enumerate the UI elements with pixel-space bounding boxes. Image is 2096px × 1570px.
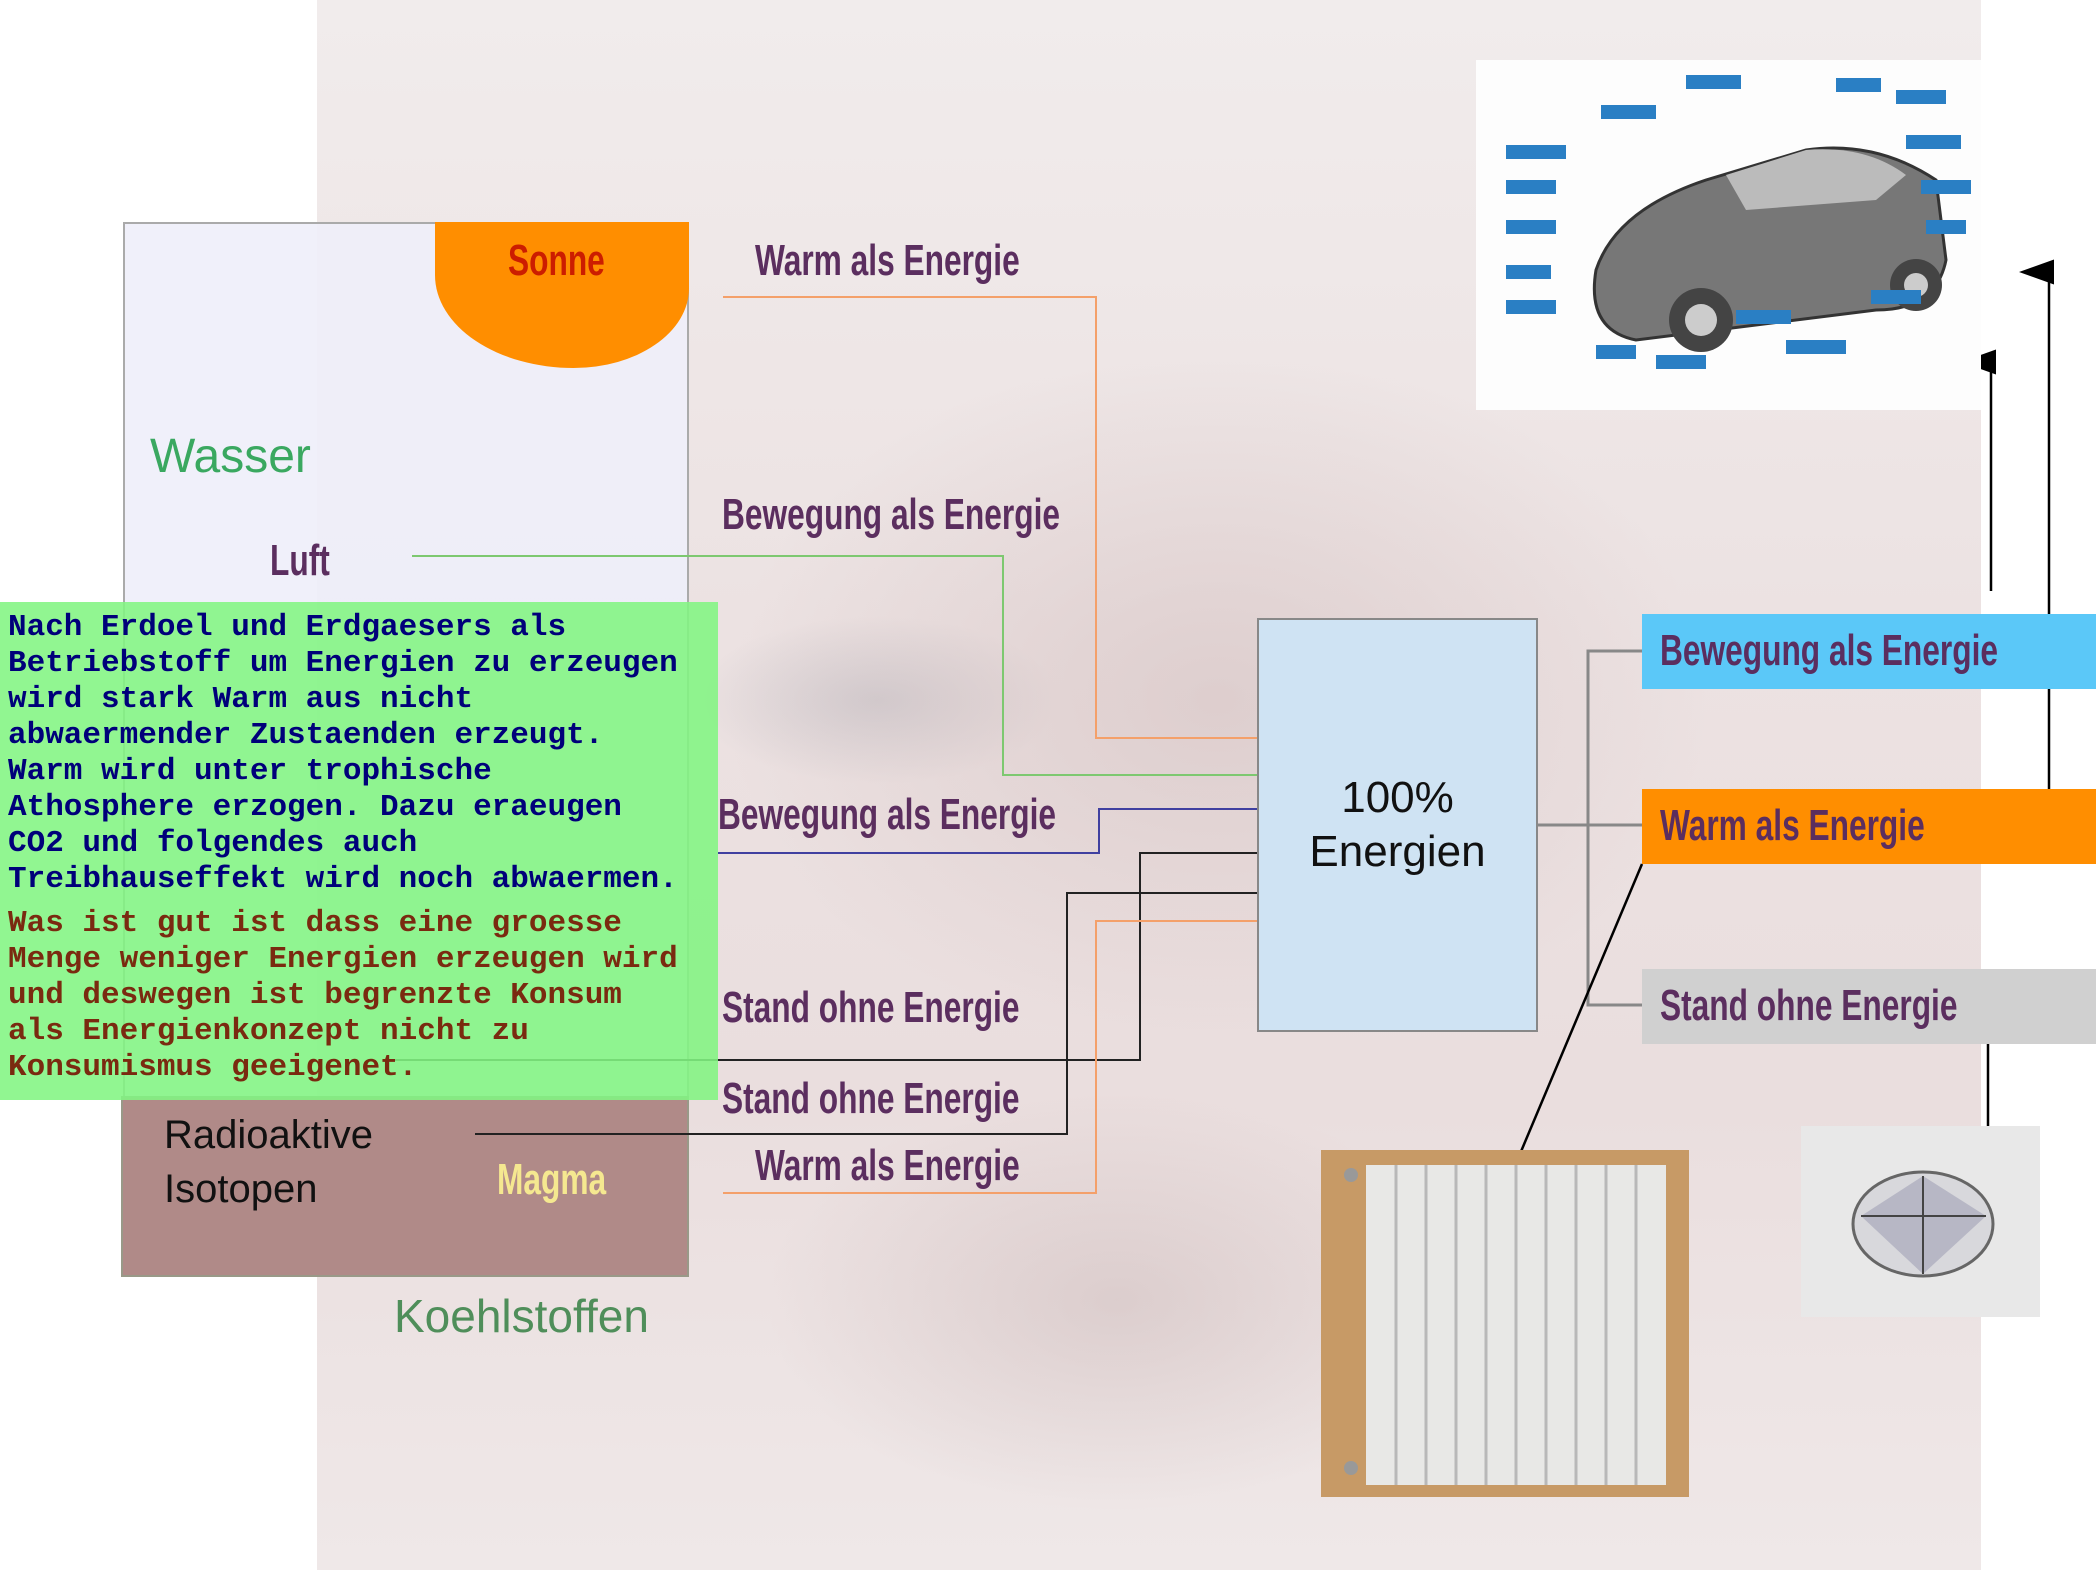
note-blue-text: Nach Erdoel und Erdgaesers als Betriebst… bbox=[8, 610, 678, 897]
flow-line-magma bbox=[723, 920, 1257, 1194]
output-movement-label: Bewegung als Energie bbox=[1660, 626, 1999, 675]
output-stand-label: Stand ohne Energie bbox=[1660, 981, 1958, 1030]
output-warm-box: Warm als Energie bbox=[1642, 789, 2096, 864]
flow-label-stand-carbon: Stand ohne Energie bbox=[722, 983, 1020, 1032]
note-brown-text: Was ist gut ist dass eine groesse Menge … bbox=[8, 906, 678, 1085]
output-stand-box: Stand ohne Energie bbox=[1642, 969, 2096, 1044]
flow-label-warm-magma: Warm als Energie bbox=[755, 1141, 1020, 1190]
diamond-icon bbox=[1851, 1170, 1995, 1278]
output-movement-box: Bewegung als Energie bbox=[1642, 614, 2096, 689]
flow-label-movement-air: Bewegung als Energie bbox=[722, 490, 1061, 539]
water-label: Wasser bbox=[150, 430, 311, 483]
isotopes-label: Radioaktive Isotopen bbox=[164, 1113, 374, 1211]
flow-label-stand-isotopes: Stand ohne Energie bbox=[722, 1074, 1020, 1123]
radiator-icon bbox=[1344, 1165, 1666, 1485]
total-label: Energien bbox=[1309, 827, 1486, 876]
earth-sources-box bbox=[121, 1096, 689, 1277]
diamond-image bbox=[1801, 1126, 2040, 1317]
flow-line-water bbox=[718, 808, 1257, 854]
flow-line-warm-top bbox=[723, 296, 1257, 739]
total-energy-box: 100% Energien bbox=[1257, 618, 1538, 1032]
radiator-image bbox=[1321, 1150, 1689, 1497]
flow-line-carbon bbox=[388, 852, 1257, 1061]
total-percent: 100% bbox=[1341, 773, 1454, 822]
carbon-label: Koehlstoffen bbox=[394, 1290, 649, 1342]
explanation-note: Nach Erdoel und Erdgaesers als Betriebst… bbox=[0, 602, 718, 1100]
car-cutaway-image bbox=[1476, 60, 1981, 410]
air-label: Luft bbox=[270, 536, 330, 585]
flow-line-isotopes bbox=[475, 892, 1257, 1135]
sun-label: Sonne bbox=[508, 236, 605, 285]
flow-label-movement-water: Bewegung als Energie bbox=[718, 790, 1057, 839]
magma-label: Magma bbox=[497, 1155, 607, 1204]
flow-label-warm-top: Warm als Energie bbox=[755, 236, 1020, 285]
car-icon bbox=[1506, 75, 1971, 369]
output-warm-label: Warm als Energie bbox=[1660, 801, 1925, 850]
flow-line-air bbox=[412, 555, 1257, 776]
